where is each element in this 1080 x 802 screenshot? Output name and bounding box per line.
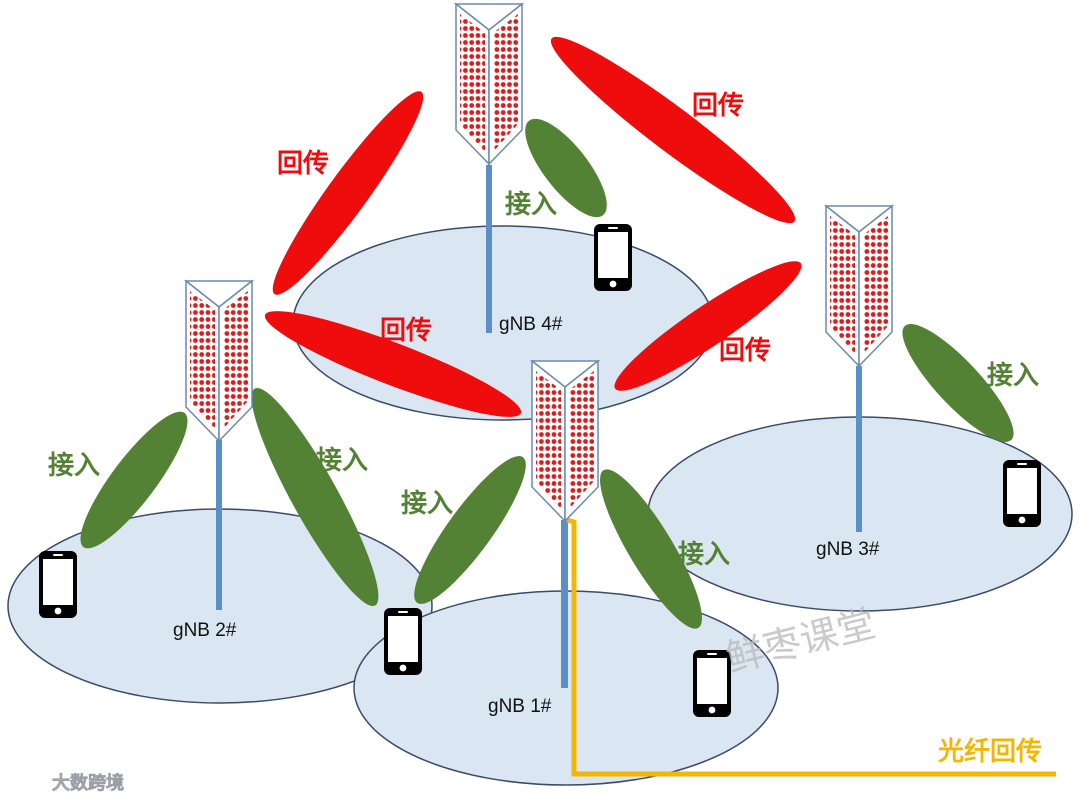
mast-gnb1 [561,520,568,688]
watermark: 鲜枣课堂 [722,601,880,680]
access-label: 接入 [678,540,730,570]
access-label: 接入 [401,489,453,519]
access-label: 接入 [505,190,557,220]
access-beam-gnb2-right [251,387,379,607]
logo: 大数跨境 [8,768,124,794]
logo-icon [8,768,42,791]
gnb2-label: gNB 2# [173,620,237,641]
antenna-gnb4 [455,3,523,165]
antenna-gnb2 [185,280,253,442]
mast-gnb2 [216,440,222,610]
backhaul-label: 回传 [719,336,771,366]
gnb4-label: gNB 4# [499,314,563,335]
antenna-gnb3 [825,205,893,367]
access-beam-gnb4 [525,118,607,218]
mast-gnb4 [486,165,492,333]
access-label: 接入 [987,361,1039,391]
access-beam-gnb2-left [80,411,188,549]
access-beam-gnb1-right [600,469,702,629]
phone-icon [1003,460,1041,527]
backhaul-label: 回传 [380,316,432,346]
gnb3-label: gNB 3# [816,539,880,560]
logo-text: 大数跨境 [52,772,124,794]
backhaul-beam-4-3 [550,36,796,224]
mast-gnb3 [856,366,862,532]
fiber-backhaul-label: 光纤回传 [937,737,1042,767]
access-label: 接入 [48,451,100,481]
fiber-backhaul-line [566,517,1056,777]
backhaul-beam-2-4 [272,91,424,295]
phone-icon [39,551,77,618]
phone-icon [594,224,632,291]
access-beam-gnb3 [902,324,1014,442]
phone-icon [384,608,422,675]
gnb1-label: gNB 1# [488,696,552,717]
backhaul-label: 回传 [277,149,329,179]
backhaul-beam-2-1 [264,311,522,417]
phone-icon [693,650,731,717]
access-label: 接入 [316,446,368,476]
backhaul-beam-1-3 [614,261,802,391]
antenna-gnb1 [531,360,599,522]
backhaul-label: 回传 [692,91,744,121]
access-beam-gnb1-left [414,456,526,604]
